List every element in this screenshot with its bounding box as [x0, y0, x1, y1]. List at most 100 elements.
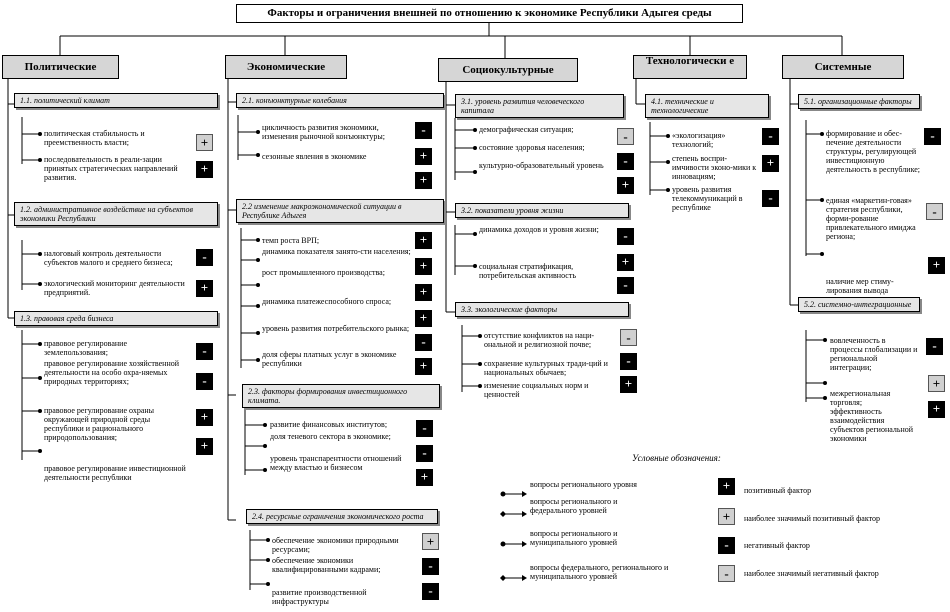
sign-positive-significant: + — [928, 375, 945, 392]
factor-text: демографическая ситуация; — [479, 125, 574, 134]
legend-item-regional-municipal: вопросы регионального и муниципального у… — [530, 529, 618, 547]
subfactor-3-1: 3.1. уровень развития человеческого капи… — [455, 94, 624, 118]
sign-negative-significant: - — [926, 203, 943, 220]
factor-text: последовательность в реали-зации приняты… — [44, 155, 178, 182]
subfactor-2-4: 2.4. ресурсные ограничения экономическог… — [246, 509, 438, 524]
factor-text: межрегиональная торговля; — [830, 389, 891, 407]
factor-text: развитие производственной инфраструктуры — [272, 588, 367, 606]
legend-sign-label: позитивный фактор — [744, 486, 812, 495]
sign-positive: + — [617, 177, 634, 194]
factor-text: динамика доходов и уровня жизни; — [479, 225, 599, 234]
legend-sign-negative: - — [718, 537, 735, 554]
factor-text: экологический мониторинг деятельности пр… — [44, 279, 185, 297]
legend-sign-negative-significant: - — [718, 565, 735, 582]
legend-sign-label: наиболее значимый негативный фактор — [744, 569, 879, 578]
sign-negative: - — [617, 228, 634, 245]
sign-positive: + — [196, 409, 213, 426]
category-sociocultural: Социокультурные — [438, 58, 578, 82]
factor-text: эффективность взаимодействия субъектов р… — [830, 407, 914, 443]
sign-negative: - — [416, 420, 433, 437]
sign-negative: - — [196, 343, 213, 360]
factor-text: уровень развития телекоммуникаций в респ… — [672, 185, 743, 212]
sign-positive: + — [415, 284, 432, 301]
factor-text: правовое регулирование хозяйственной дея… — [44, 359, 180, 386]
legend-item-all-levels: вопросы федерального, регионального и му… — [530, 563, 669, 581]
sign-positive: + — [196, 280, 213, 297]
sign-negative: - — [415, 122, 432, 139]
factor-text: доля теневого сектора в экономике; — [270, 432, 391, 441]
factor-text: цикличность развития экономики, изменени… — [262, 123, 385, 141]
factor-text: состояние здоровья населения; — [479, 143, 585, 152]
factor-text: степень воспри-имчивости эконо-мики к ин… — [672, 154, 757, 181]
subfactor-2-1: 2.1. конъюнктурные колебания — [236, 93, 444, 108]
subfactor-1-2: 1.2. административное воздействие на суб… — [14, 202, 218, 226]
sign-positive-significant: + — [422, 533, 439, 550]
subfactor-2-2: 2.2 изменение макроэкономической ситуаци… — [236, 199, 444, 223]
sign-positive: + — [928, 401, 945, 418]
factor-text: обеспечение экономики природными ресурса… — [272, 536, 399, 554]
sign-positive: + — [415, 310, 432, 327]
factor-text: правовое регулирование инвестиционной де… — [44, 464, 186, 482]
subfactor-3-2: 3.2. показатели уровня жизни — [455, 203, 629, 218]
factor-text: правовое регулирование охраны окружающей… — [44, 406, 155, 442]
factor-text: уровень развития потребительского рынка; — [262, 324, 410, 333]
sign-negative: - — [416, 445, 433, 462]
subfactor-1-3: 1.3. правовая среда бизнеса — [14, 311, 218, 326]
factor-text: сохранение культурных тради-ций и национ… — [484, 359, 608, 377]
legend-title: Условные обозначения: — [632, 453, 721, 463]
sign-positive: + — [196, 161, 213, 178]
sign-positive: + — [620, 376, 637, 393]
factor-text: развитие финансовых институтов; — [270, 420, 388, 429]
subfactor-5-2: 5.2. системно-интеграционные — [798, 297, 920, 312]
sign-negative: - — [762, 190, 779, 207]
legend-sign-label: негативный фактор — [744, 541, 810, 550]
factor-text: налоговый контроль деятельности субъекто… — [44, 249, 173, 267]
sign-positive: + — [415, 232, 432, 249]
sign-negative: - — [196, 249, 213, 266]
factor-text: сезонные явления в экономике — [262, 152, 367, 161]
subfactor-2-3: 2.3. факторы формирования инвестиционног… — [242, 384, 440, 408]
sign-negative: - — [617, 277, 634, 294]
factor-text: темп роста ВРП; — [262, 236, 320, 245]
category-technological: Технологически е — [633, 55, 747, 79]
factor-text: динамика показателя занято-сти населения… — [262, 247, 411, 256]
sign-positive: + — [928, 257, 945, 274]
sign-negative: - — [415, 334, 432, 351]
factor-text: политическая стабильность и преемственно… — [44, 129, 145, 147]
diagram-title: Факторы и ограничения внешней по отношен… — [236, 4, 743, 23]
sign-negative: - — [926, 338, 943, 355]
factor-text: вовлеченность в процессы глобализации и … — [830, 336, 918, 372]
category-system: Системные — [782, 55, 904, 79]
sign-negative: - — [422, 583, 439, 600]
sign-negative-significant: - — [620, 329, 637, 346]
subfactor-3-3: 3.3. экологические факторы — [455, 302, 629, 317]
sign-positive-significant: + — [196, 134, 213, 151]
legend-item-regional-federal: вопросы регионального и федерального уро… — [530, 497, 618, 515]
factor-text: «экологизация» технологий; — [672, 131, 726, 149]
sign-negative: - — [762, 128, 779, 145]
sign-negative: - — [422, 558, 439, 575]
subfactor-4-1: 4.1. технические и технологические — [645, 94, 769, 118]
factor-text: рост промышленного производства; — [262, 268, 385, 277]
sign-negative: - — [620, 353, 637, 370]
legend-sign-positive: + — [718, 478, 735, 495]
factor-text: социальная стратификация, потребительска… — [479, 262, 576, 280]
sign-positive: + — [415, 358, 432, 375]
category-political: Политические — [2, 55, 119, 79]
factor-text: изменение социальных норм и ценностей — [484, 381, 589, 399]
factor-text: уровень транспарентности отношений между… — [270, 454, 402, 472]
factor-text: правовое регулирование землепользования; — [44, 339, 128, 357]
sign-positive: + — [415, 148, 432, 165]
sign-negative: - — [924, 128, 941, 145]
legend-sign-label: наиболее значимый позитивный фактор — [744, 514, 880, 523]
category-economic: Экономические — [225, 55, 347, 79]
sign-positive: + — [762, 155, 779, 172]
subfactor-1-1: 1.1. политический климат — [14, 93, 218, 108]
sign-positive: + — [617, 254, 634, 271]
sign-positive: + — [415, 258, 432, 275]
sign-negative: - — [196, 373, 213, 390]
factor-text: отсутствие конфликтов на наци-ональной и… — [484, 331, 595, 349]
legend-item-regional: вопросы регионального уровня — [530, 480, 637, 489]
factor-text: культурно-образовательный уровень — [479, 161, 604, 170]
